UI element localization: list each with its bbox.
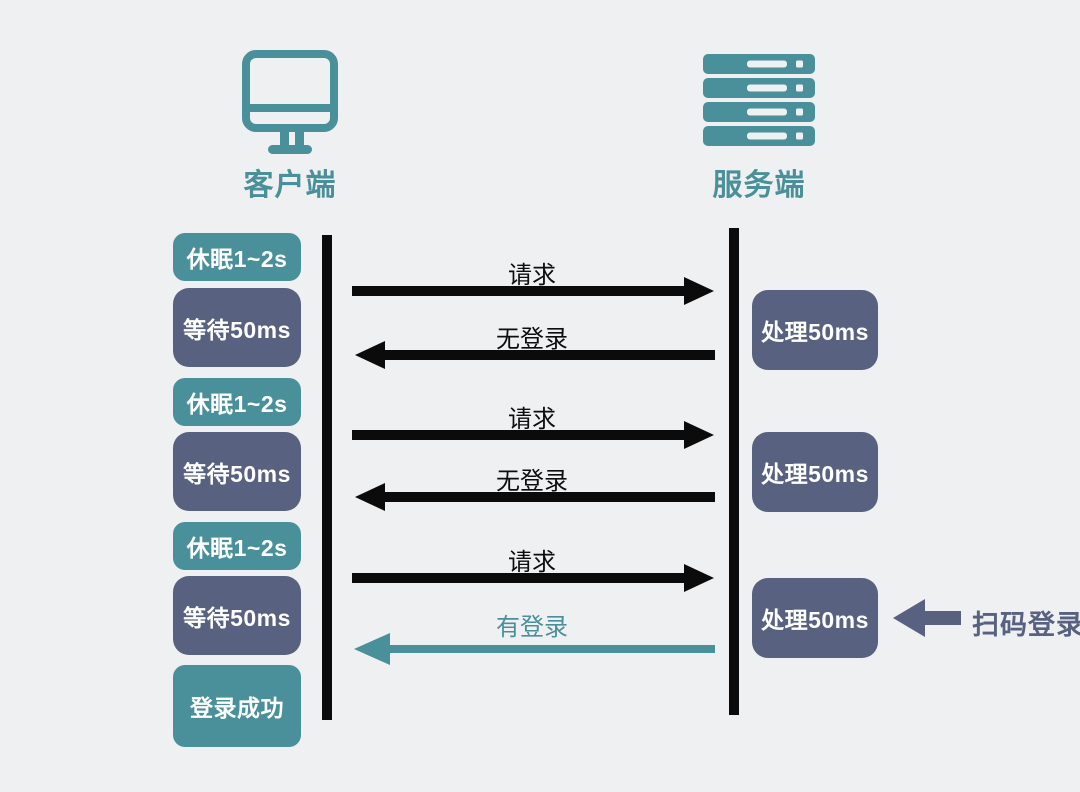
message-arrow-right xyxy=(352,430,685,440)
client-step-box: 等待50ms xyxy=(173,432,301,511)
message-label: 有登录 xyxy=(496,614,568,641)
arrowhead-left-icon xyxy=(354,633,390,665)
scan-login-block-arrow-icon xyxy=(893,599,961,642)
server-step-box: 处理50ms xyxy=(752,290,878,370)
client-step-box: 等待50ms xyxy=(173,576,301,655)
arrowhead-right-icon xyxy=(684,564,714,592)
server-stack-icon xyxy=(703,54,815,151)
client-step-box: 休眠1~2s xyxy=(173,378,301,426)
client-actor-label: 客户端 xyxy=(243,169,337,202)
client-step-box: 登录成功 xyxy=(173,665,301,747)
arrowhead-right-icon xyxy=(684,421,714,449)
server-step-box: 处理50ms xyxy=(752,578,878,658)
monitor-icon xyxy=(242,50,338,159)
message-label: 请求 xyxy=(508,262,556,289)
server-actor-label: 服务端 xyxy=(712,169,806,202)
message-label: 无登录 xyxy=(496,326,568,353)
server-step-box: 处理50ms xyxy=(752,432,878,512)
client-step-box: 休眠1~2s xyxy=(173,522,301,570)
message-arrow-left xyxy=(385,350,715,360)
server-lifeline xyxy=(729,228,739,715)
message-arrow-left-teal xyxy=(390,645,715,653)
message-label: 请求 xyxy=(508,406,556,433)
scan-login-label: 扫码登录 xyxy=(972,610,1080,640)
message-arrow-right xyxy=(352,286,685,296)
message-arrow-right xyxy=(352,573,685,583)
arrowhead-left-icon xyxy=(355,483,385,511)
arrowhead-right-icon xyxy=(684,277,714,305)
client-lifeline xyxy=(322,235,332,720)
client-step-box: 等待50ms xyxy=(173,288,301,367)
message-label: 请求 xyxy=(508,549,556,576)
message-arrow-left xyxy=(385,492,715,502)
client-step-box: 休眠1~2s xyxy=(173,233,301,281)
arrowhead-left-icon xyxy=(355,341,385,369)
message-label: 无登录 xyxy=(496,468,568,495)
